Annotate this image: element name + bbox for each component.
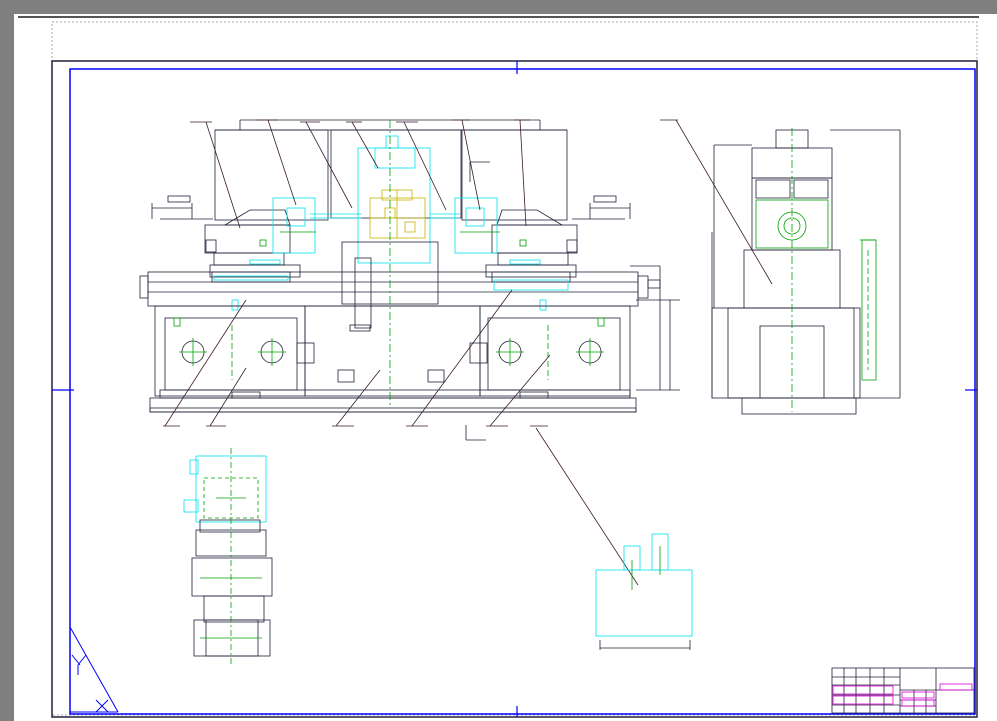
ucs-axis-icon xyxy=(69,626,119,713)
page-shadow xyxy=(18,14,997,721)
section-view xyxy=(183,448,273,664)
side-view xyxy=(660,119,901,415)
hydraulic-unit xyxy=(595,533,693,650)
front-view xyxy=(139,119,680,586)
title-block xyxy=(831,667,975,714)
outer-frame xyxy=(51,60,978,718)
centering-marks xyxy=(52,61,977,717)
inner-border xyxy=(69,68,976,715)
